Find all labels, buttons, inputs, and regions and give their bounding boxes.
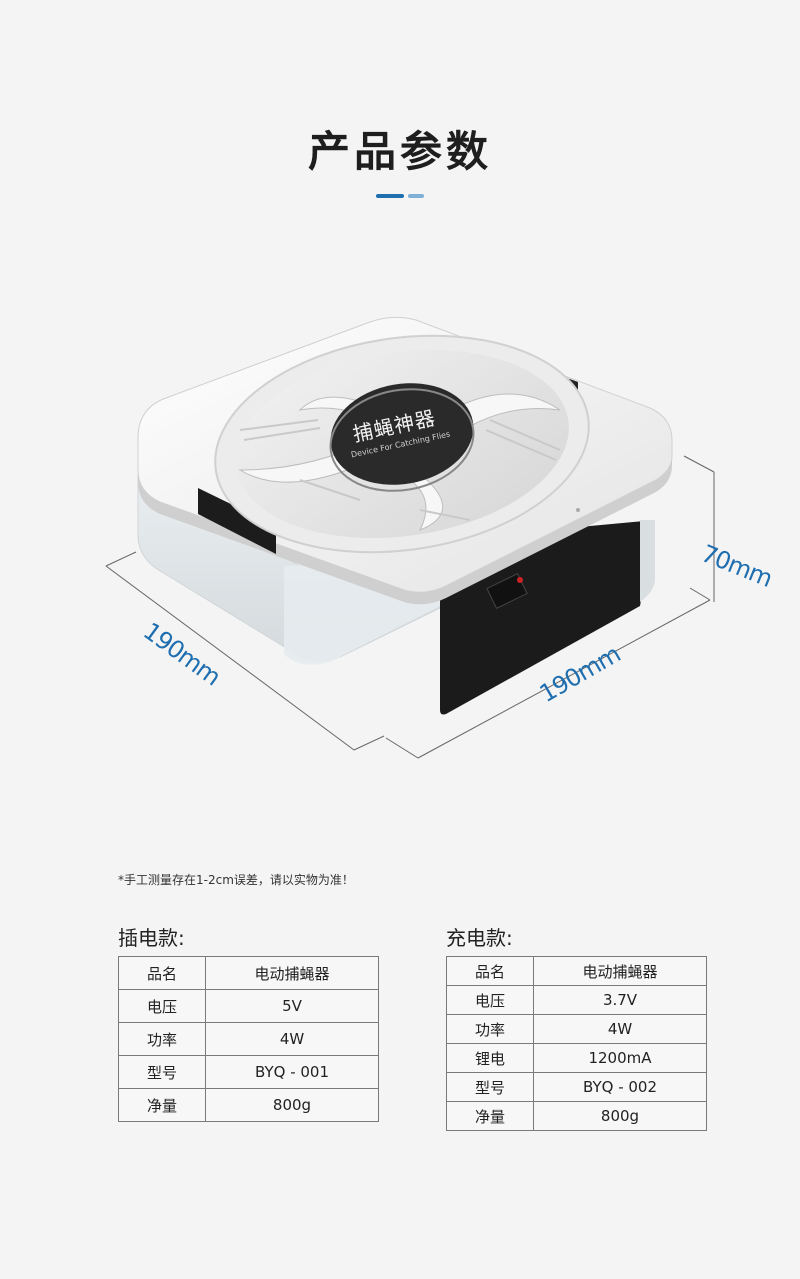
- spec-value: 3.7V: [533, 985, 707, 1015]
- spec-value: 电动捕蝇器: [205, 956, 379, 990]
- spec-key: 功率: [446, 1014, 534, 1044]
- title-underline-dark: [376, 194, 404, 198]
- spec-value: BYQ - 001: [205, 1055, 379, 1089]
- spec-value: 4W: [205, 1022, 379, 1056]
- spec-value: 800g: [205, 1088, 379, 1122]
- lid-edge: [138, 456, 672, 605]
- spec-value: 800g: [533, 1101, 707, 1131]
- spec-key: 型号: [446, 1072, 534, 1102]
- center-hub: [330, 383, 474, 485]
- spec-value: 4W: [533, 1014, 707, 1044]
- product-drawing: [105, 316, 715, 759]
- center-hub-rim: [329, 388, 475, 492]
- left-clip: [198, 488, 276, 554]
- spec-key: 电压: [118, 989, 206, 1023]
- spec-key: 净量: [446, 1101, 534, 1131]
- power-switch-led: [517, 577, 523, 583]
- spec-value: 电动捕蝇器: [533, 956, 707, 986]
- spec-key: 品名: [446, 956, 534, 986]
- spec-key: 品名: [118, 956, 206, 990]
- page-title: 产品参数: [307, 127, 492, 176]
- blade-ridges: [239, 419, 561, 521]
- title-underline: [376, 194, 424, 198]
- table-row: 品名电动捕蝇器: [446, 956, 707, 986]
- spec-key: 型号: [118, 1055, 206, 1089]
- power-switch: [486, 572, 528, 610]
- table-row: 品名电动捕蝇器: [118, 956, 379, 990]
- spec-value: BYQ - 002: [533, 1072, 707, 1102]
- spec-key: 电压: [446, 985, 534, 1015]
- product-illustration: 捕蝇神器 Device For Catching Flies 190mm 190…: [0, 270, 800, 790]
- charge-model-heading: 充电款:: [446, 926, 513, 950]
- spec-value: 5V: [205, 989, 379, 1023]
- spec-key: 锂电: [446, 1043, 534, 1073]
- dimension-lines: [105, 455, 715, 759]
- spec-key: 净量: [118, 1088, 206, 1122]
- plug-model-heading: 插电款:: [118, 926, 185, 950]
- measurement-note: *手工测量存在1-2cm误差，请以实物为准！: [118, 873, 354, 887]
- indicator-dot: [576, 508, 580, 512]
- spec-value: 1200mA: [533, 1043, 707, 1073]
- spec-key: 功率: [118, 1022, 206, 1056]
- clear-base-right: [640, 520, 655, 602]
- title-underline-light: [408, 194, 424, 198]
